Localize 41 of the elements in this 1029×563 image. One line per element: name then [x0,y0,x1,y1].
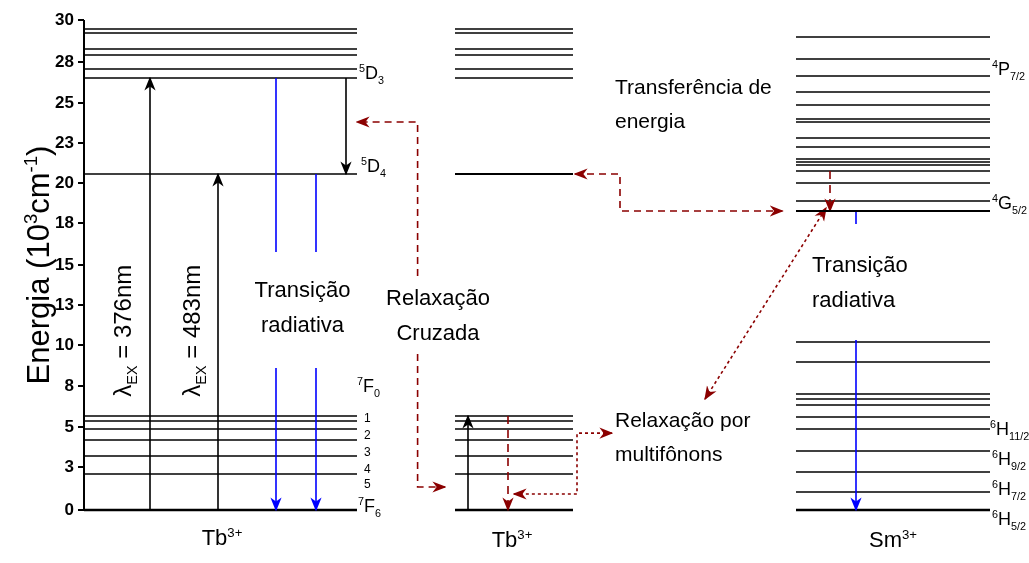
level-label: 5 [364,478,371,492]
energy-level-line [796,210,990,212]
tick-label: 8 [63,376,74,396]
tick-label: 13 [55,295,74,314]
tick-label: 18 [55,213,74,232]
level-label: 3 [364,446,371,460]
tick-label: 30 [54,10,74,30]
level-label: $^{4}$P$_{7/2}$ [992,58,1026,82]
level-label: $^{5}$D$_{3}$ [359,62,385,86]
ion-label: Tb$^{3+}$ [490,527,534,553]
annotation-text: Transição radiativa [253,276,352,340]
annotation-text: Relaxação por multifônons [615,403,765,471]
annotation-text: Relaxação Cruzada [378,280,498,351]
level-label: 4 [364,463,371,477]
arrow [416,353,447,493]
tick-label: 28 [54,52,74,72]
annotation-text: Transição radiativa [812,251,909,315]
level-label: $^{6}$H$_{9/2}$ [992,448,1027,472]
tick-label: 23 [55,133,74,152]
level-label: 2 [364,429,371,443]
arrow [573,168,784,217]
level-label: 1 [364,412,371,426]
arrow [512,427,614,500]
level-label: $^{6}$H$_{5/2}$ [992,508,1027,532]
level-label: $^{6}$H$_{7/2}$ [992,478,1027,502]
tick-label: 3 [63,457,74,477]
arrow [355,116,419,277]
tick-label: 25 [54,93,74,113]
energy-level-line [455,173,573,175]
level-label: $^{7}$F$_{0}$ [357,375,381,399]
annotation-text: Transferência de energia [615,74,773,134]
level-label: $^{4}$G$_{5/2}$ [992,192,1028,216]
level-label: $^{6}$H$_{11/2}$ [990,418,1029,442]
level-label: $^{7}$F$_{6}$ [358,495,382,519]
arrow [704,206,827,401]
tick-label: 5 [63,417,74,437]
tick-label: 15 [55,255,74,275]
tick-label: 0 [63,500,74,520]
ion-label: Sm$^{3+}$ [867,527,918,553]
level-label: $^{5}$D$_{4}$ [361,155,387,179]
ion-label: Tb$^{3+}$ [200,525,244,551]
